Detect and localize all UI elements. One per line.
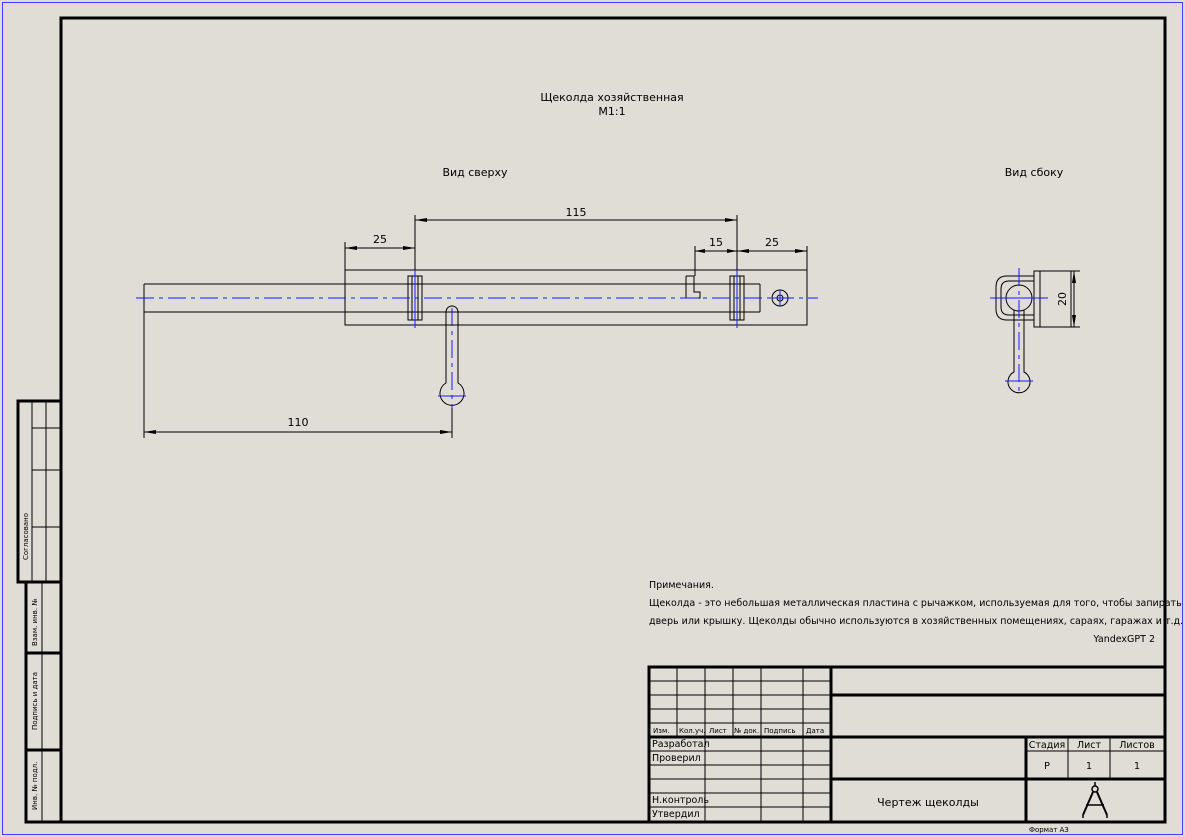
strip-replace-inv: Взам. инв. № bbox=[31, 598, 39, 646]
col-list: Лист bbox=[709, 727, 727, 735]
role-developed: Разработал bbox=[652, 739, 710, 750]
drawing-title: Щеколда хозяйственная bbox=[540, 91, 683, 104]
strip-agreed: Согласовано bbox=[22, 513, 30, 560]
strip-inv-orig: Инв. № подл. bbox=[31, 762, 39, 810]
format-label: Формат А3 bbox=[1029, 826, 1069, 834]
doc-name: Чертеж щеколды bbox=[877, 796, 979, 809]
dim-20: 20 bbox=[1056, 292, 1069, 306]
notes-line-2: дверь или крышку. Щеколды обычно использ… bbox=[649, 616, 1183, 627]
col-data: Дата bbox=[806, 727, 824, 735]
dim-25-right: 25 bbox=[765, 236, 779, 249]
top-view: 115 25 15 25 110 bbox=[136, 206, 818, 438]
notes-author: YandexGPT 2 bbox=[1092, 634, 1155, 645]
drawing-scale: М1:1 bbox=[598, 105, 625, 118]
compass-icon bbox=[1082, 782, 1108, 818]
side-handle bbox=[1007, 310, 1031, 394]
dim-25-left: 25 bbox=[373, 233, 387, 246]
side-view: 20 bbox=[990, 268, 1080, 394]
sheets-value: 1 bbox=[1134, 761, 1140, 772]
stage-label: Стадия bbox=[1029, 740, 1065, 751]
dim-110: 110 bbox=[288, 416, 309, 429]
col-izm: Изм. bbox=[653, 727, 669, 735]
side-plate bbox=[1033, 270, 1072, 328]
top-view-label: Вид сверху bbox=[442, 166, 508, 179]
role-norm-control: Н.контроль bbox=[652, 795, 709, 806]
col-podpis: Подпись bbox=[764, 727, 796, 735]
dim-15: 15 bbox=[709, 236, 723, 249]
role-checked: Проверил bbox=[652, 753, 701, 764]
bolt-handle bbox=[439, 305, 465, 406]
stage-value: Р bbox=[1044, 761, 1050, 772]
col-kol-uch: Кол.уч. bbox=[679, 727, 705, 735]
side-view-label: Вид сбоку bbox=[1005, 166, 1064, 179]
col-no-dok: № док. bbox=[734, 727, 759, 735]
sheet-value: 1 bbox=[1086, 761, 1092, 772]
strip-sign-date: Подпись и дата bbox=[31, 672, 39, 730]
sheets-label: Листов bbox=[1119, 740, 1155, 751]
role-approved: Утвердил bbox=[652, 809, 700, 820]
notes-line-1: Щеколда - это небольшая металлическая пл… bbox=[649, 598, 1182, 609]
side-strip: Согласовано Взам. инв. № Подпись и дата … bbox=[16, 399, 63, 824]
notes-heading: Примечания. bbox=[649, 580, 714, 591]
title-block: Изм. Кол.уч. Лист № док. Подпись Дата Ра… bbox=[647, 665, 1167, 824]
drawing-frame bbox=[59, 16, 1167, 824]
sheet-label: Лист bbox=[1077, 740, 1102, 751]
dim-115: 115 bbox=[566, 206, 587, 219]
